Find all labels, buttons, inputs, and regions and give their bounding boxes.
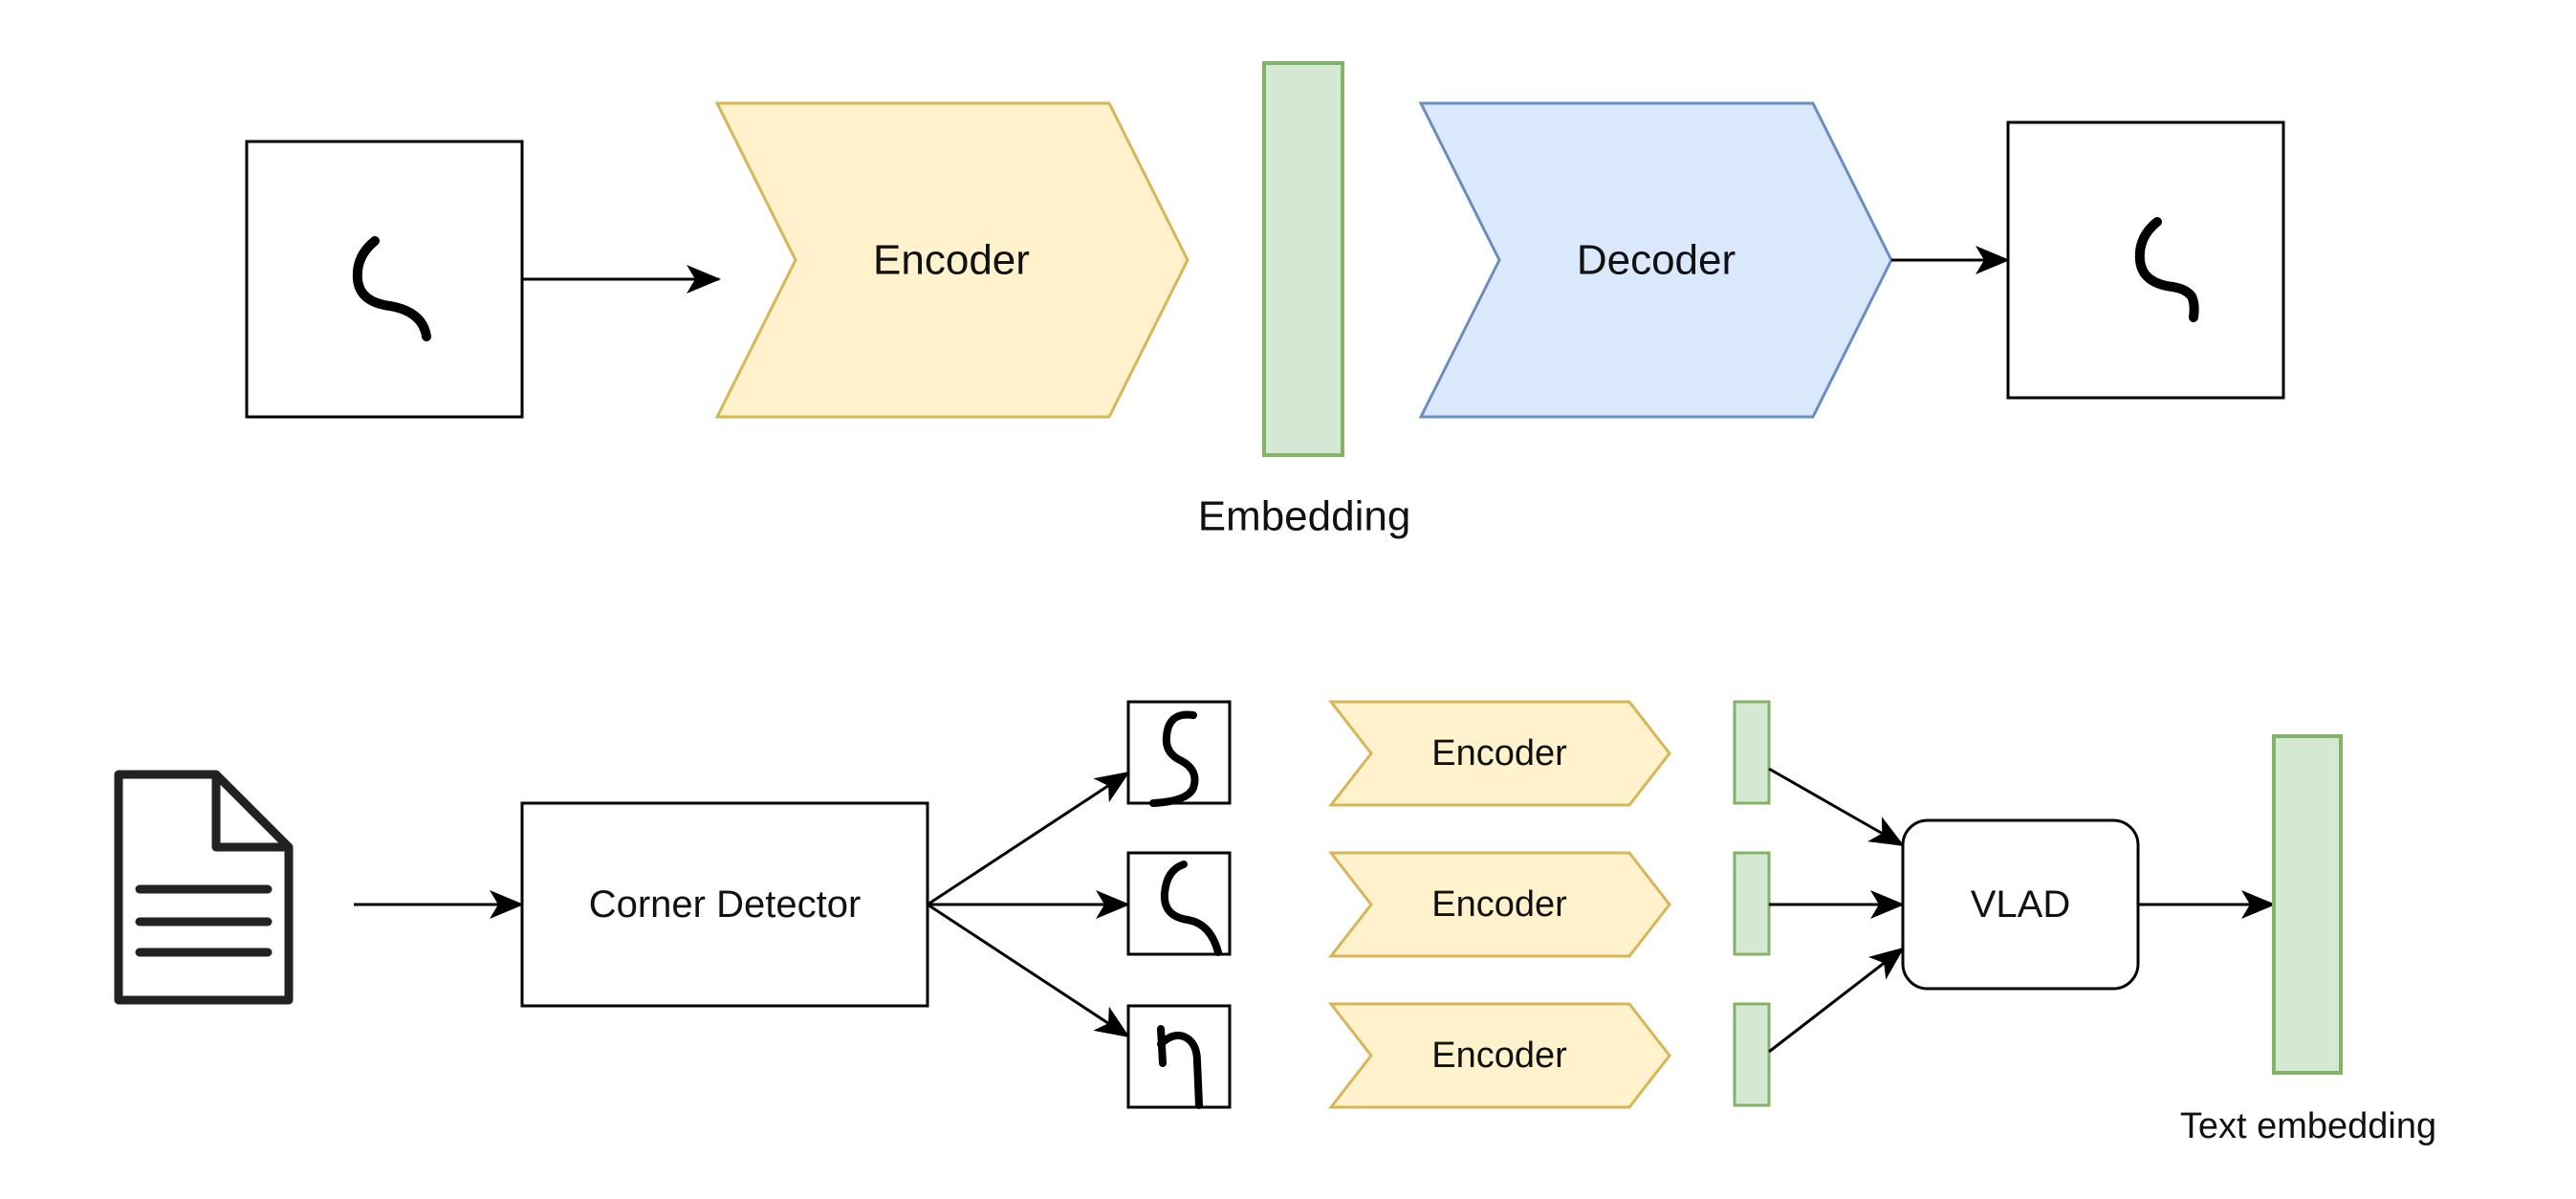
decoder-block: Decoder [1418,101,1893,419]
decoder-label: Decoder [1577,237,1736,284]
digit-glyph [1149,710,1199,807]
corner-detector-block: Corner Detector [520,801,929,1008]
document-icon [114,770,294,1005]
digit-glyph [1157,1025,1203,1109]
embedding-bar [1262,61,1344,457]
encoder-label: Encoder [1431,884,1567,925]
encoder-shape [714,101,1190,419]
vlad-block: VLAD [1901,818,2140,991]
decoder-shape [1418,101,1893,419]
corner-detector-label: Corner Detector [589,883,862,926]
vlad-label: VLAD [1971,883,2071,926]
patch-2 [1126,851,1232,956]
patch-embedding-3 [1733,1002,1771,1107]
patch-embedding-1 [1733,700,1771,805]
arrow-embedding-3-to-vlad [1768,947,1905,1054]
encoder-block: Encoder [714,101,1190,419]
input-digit-image [245,140,524,419]
digit-glyph [2134,217,2199,322]
text-embedding-label: Text embedding [2180,1106,2436,1146]
output-digit-image [2006,120,2285,400]
patch-3 [1126,1004,1232,1109]
embedding-label: Embedding [1198,493,1411,540]
pipeline-section: Corner Detector Encoder Encoder [114,700,2436,1146]
arrow-to-patch-3 [927,903,1130,1038]
digit-glyph [352,236,431,341]
patch-1 [1126,700,1232,807]
pipeline-encoder-2: Encoder [1327,851,1671,958]
encoder-label: Encoder [1431,1036,1567,1076]
patch-embedding-2 [1733,851,1771,956]
arrow-embedding-1-to-vlad [1768,767,1905,847]
pipeline-encoder-1: Encoder [1327,700,1671,807]
digit-glyph [1160,861,1222,956]
autoencoder-section: Encoder Embedding Decoder [245,61,2285,540]
arrow-to-patch-1 [927,771,1130,906]
text-embedding-bar [2272,734,2343,1075]
encoder-label: Encoder [1431,733,1567,774]
pipeline-encoder-3: Encoder [1327,1002,1671,1109]
encoder-label: Encoder [873,237,1030,284]
